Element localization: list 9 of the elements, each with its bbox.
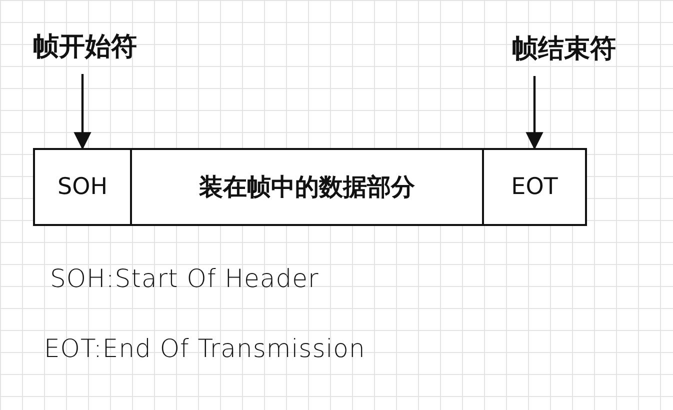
frame-field: 装在帧中的数据部分 xyxy=(130,148,484,226)
arrow xyxy=(74,74,92,150)
arrow xyxy=(526,76,544,150)
frame-field: SOH xyxy=(33,148,132,226)
frame-field: EOT xyxy=(482,148,587,226)
heading-label: 帧结束符 xyxy=(493,28,635,68)
definition-text: SOH:Start Of Header xyxy=(50,264,319,293)
heading-label: 帧开始符 xyxy=(14,26,156,66)
definition-text: EOT:End Of Transmission xyxy=(44,334,366,363)
